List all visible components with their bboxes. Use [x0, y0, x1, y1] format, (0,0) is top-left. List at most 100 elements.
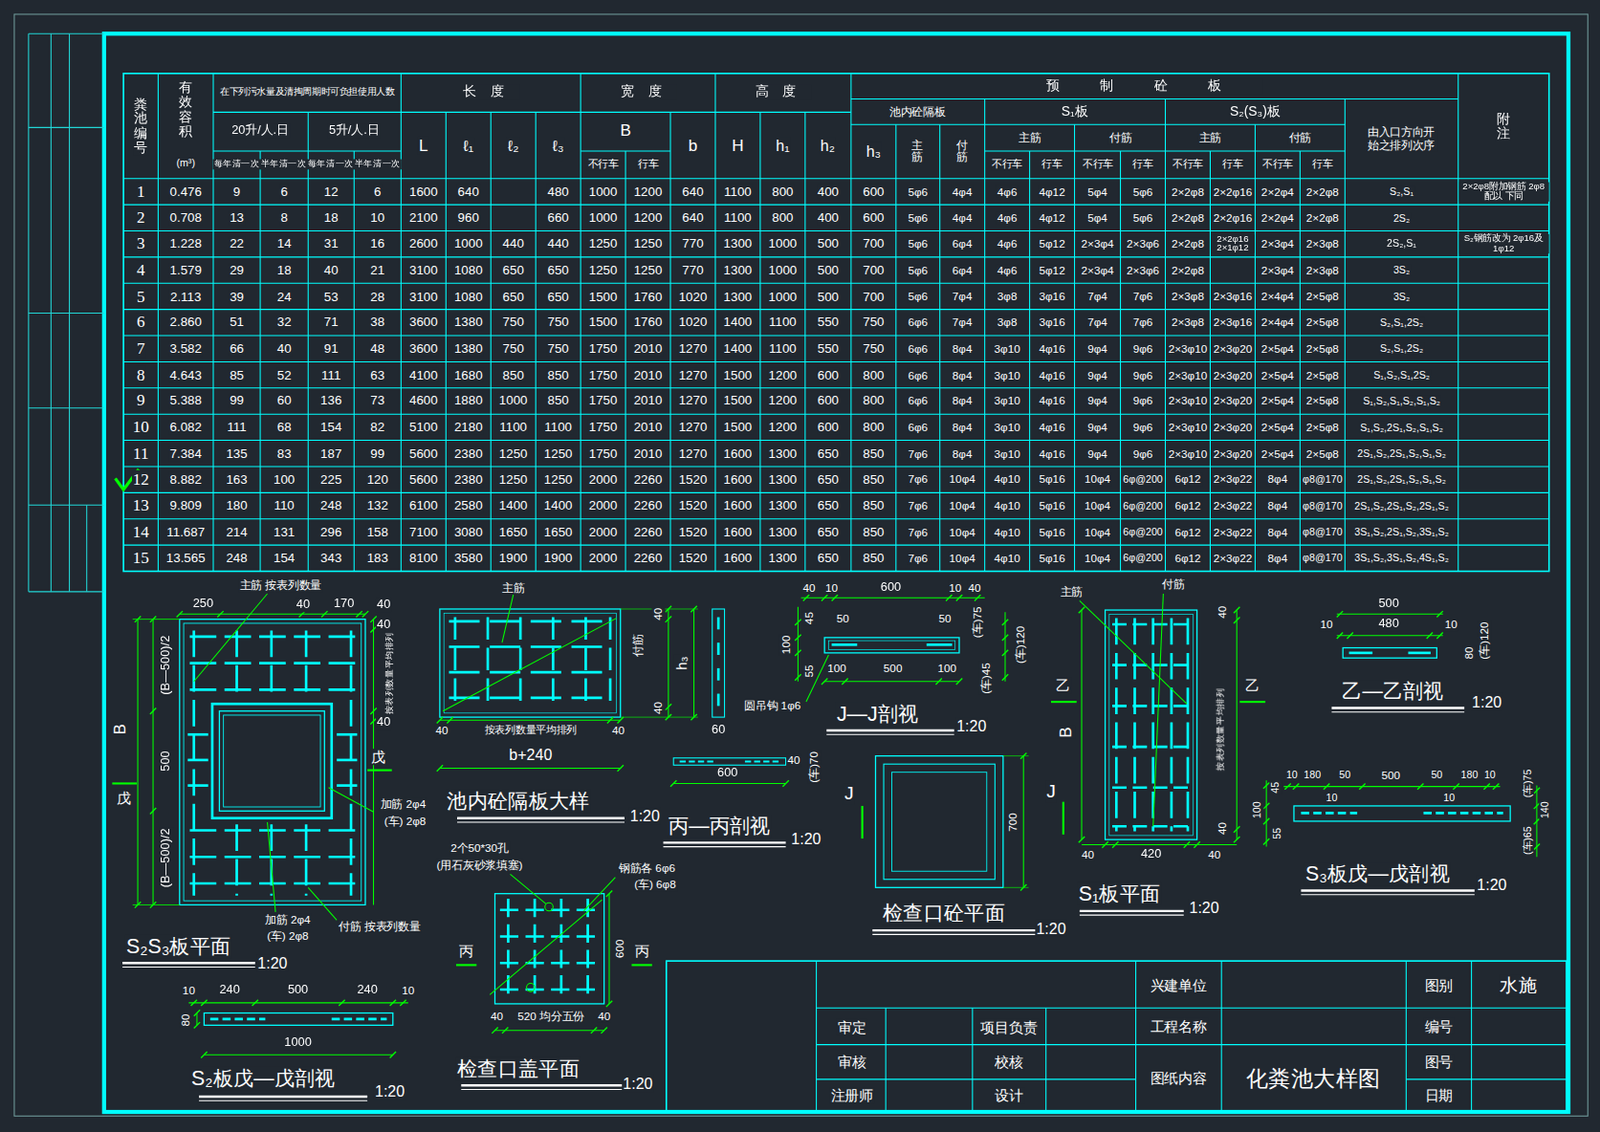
drawing-outline [219, 711, 325, 812]
table-cell: 1600 [723, 446, 754, 461]
table-cell: 500 [816, 288, 840, 304]
table-rule [123, 256, 1550, 258]
table-cell: 21 [369, 263, 386, 278]
dimension-line [137, 619, 139, 906]
title-underline [457, 821, 625, 823]
dimension-text: 100 [1250, 800, 1263, 820]
title-block-text: 审定 [836, 1019, 868, 1036]
rebar-line [679, 760, 715, 763]
table-rule [1029, 151, 1031, 572]
table-cell: 650 [816, 550, 840, 566]
table-rule [714, 73, 716, 572]
dimension-tick [194, 1009, 200, 1016]
dimension-text: 40 [596, 1009, 612, 1023]
table-cell: 9φ4 [1086, 368, 1109, 381]
cut-mark [1051, 701, 1077, 703]
dimension-text: 40 [651, 701, 664, 716]
table-cell: 2×5φ8 [1305, 316, 1340, 329]
table-rule [759, 111, 761, 571]
dimension-text: 250 [192, 596, 216, 612]
table-cell: 183 [366, 550, 390, 566]
dimension-tick [1436, 611, 1443, 617]
drawing-outline [828, 640, 955, 651]
cut-mark [111, 782, 137, 785]
table-cell: 214 [224, 525, 248, 540]
dimension-tick [491, 1027, 498, 1033]
table-cell: 1080 [453, 263, 484, 278]
table-cell: 750 [546, 315, 570, 330]
dimension-tick [338, 1000, 345, 1007]
table-cell: 1760 [633, 315, 664, 330]
rebar-line [210, 1018, 266, 1022]
rebar-line [926, 643, 953, 647]
table-header: 不行车 [1081, 158, 1115, 171]
table-cell: 2000 [588, 472, 619, 487]
dimension-text: 180 [1460, 769, 1480, 782]
dimension-tick [1263, 782, 1270, 789]
drawing-line [1470, 961, 1472, 1113]
table-cell: 1650 [498, 525, 529, 540]
dimension-line [608, 894, 610, 1005]
table-cell: 650 [502, 288, 526, 304]
table-cell: 1100 [723, 184, 753, 199]
table-cell: 1300 [767, 472, 798, 487]
table-cell: 7φ6 [906, 447, 929, 461]
table-cell: 1250 [588, 263, 619, 278]
table-cell: 700 [861, 263, 885, 278]
table-cell: 850 [861, 525, 885, 540]
table-cell: 2S₁,S₂,2S₁,S₂,S₁,S₂ [1356, 474, 1447, 486]
dimension-tick [1346, 633, 1353, 639]
rebar-line [584, 617, 588, 710]
dimension-tick [252, 1000, 259, 1007]
dimension-tick [1193, 841, 1200, 848]
title-underline [1300, 889, 1474, 892]
table-cell: 2×5φ4 [1260, 394, 1295, 408]
dimension-tick [832, 594, 838, 601]
rebar-line [717, 642, 721, 656]
table-cell: 11.687 [165, 525, 206, 540]
table-cell: 31 [323, 237, 340, 252]
table-cell: 2×5φ8 [1305, 394, 1340, 408]
table-cell: 4φ16 [1037, 394, 1066, 408]
table-cell: 3S₁,S₂,2S₁,S₂,3S₁,S₂ [1353, 526, 1450, 538]
dimension-line [693, 609, 695, 718]
table-cell: 15 [131, 548, 151, 569]
dimension-tick [956, 679, 963, 685]
table-cell: 1300 [723, 288, 754, 304]
table-cell: 343 [319, 550, 343, 566]
table-cell: 158 [366, 525, 390, 540]
table-cell: 7φ6 [906, 526, 929, 539]
table-cell: 154 [319, 419, 343, 435]
rebar-line [187, 784, 208, 788]
title-block-text: 注册师 [829, 1087, 875, 1104]
table-cell: 1760 [633, 288, 664, 304]
drawing-line [1405, 961, 1407, 1113]
table-cell: 10φ4 [1083, 526, 1112, 539]
dimension-tick [1336, 633, 1343, 639]
table-cell: 650 [502, 263, 526, 278]
table-cell: 99 [228, 394, 245, 409]
table-cell: 2260 [633, 525, 664, 540]
dimension-text: 40 [1216, 821, 1229, 836]
dimension-text: 10 [1285, 769, 1299, 782]
table-cell: 24 [276, 288, 293, 304]
table-cell: 136 [319, 394, 343, 409]
table-rule [260, 151, 262, 572]
dimension-line [667, 609, 669, 718]
table-cell: 5φ6 [1132, 185, 1155, 198]
rebar-line [551, 617, 555, 710]
table-cell: 120 [366, 472, 390, 487]
table-rule [895, 124, 897, 571]
dimension-text: 50 [1337, 769, 1352, 782]
scale-label: 1:20 [1187, 898, 1220, 917]
dimension-tick [670, 780, 677, 787]
dimension-tick [665, 703, 672, 710]
table-header: 主筋 [1017, 131, 1043, 144]
dimension-text: 10 [824, 581, 839, 594]
table-cell: 1500 [723, 419, 754, 435]
table-cell: 53 [323, 288, 340, 304]
table-cell: 600 [816, 394, 840, 409]
leader-line [510, 874, 547, 904]
table-cell: 1880 [453, 394, 484, 409]
